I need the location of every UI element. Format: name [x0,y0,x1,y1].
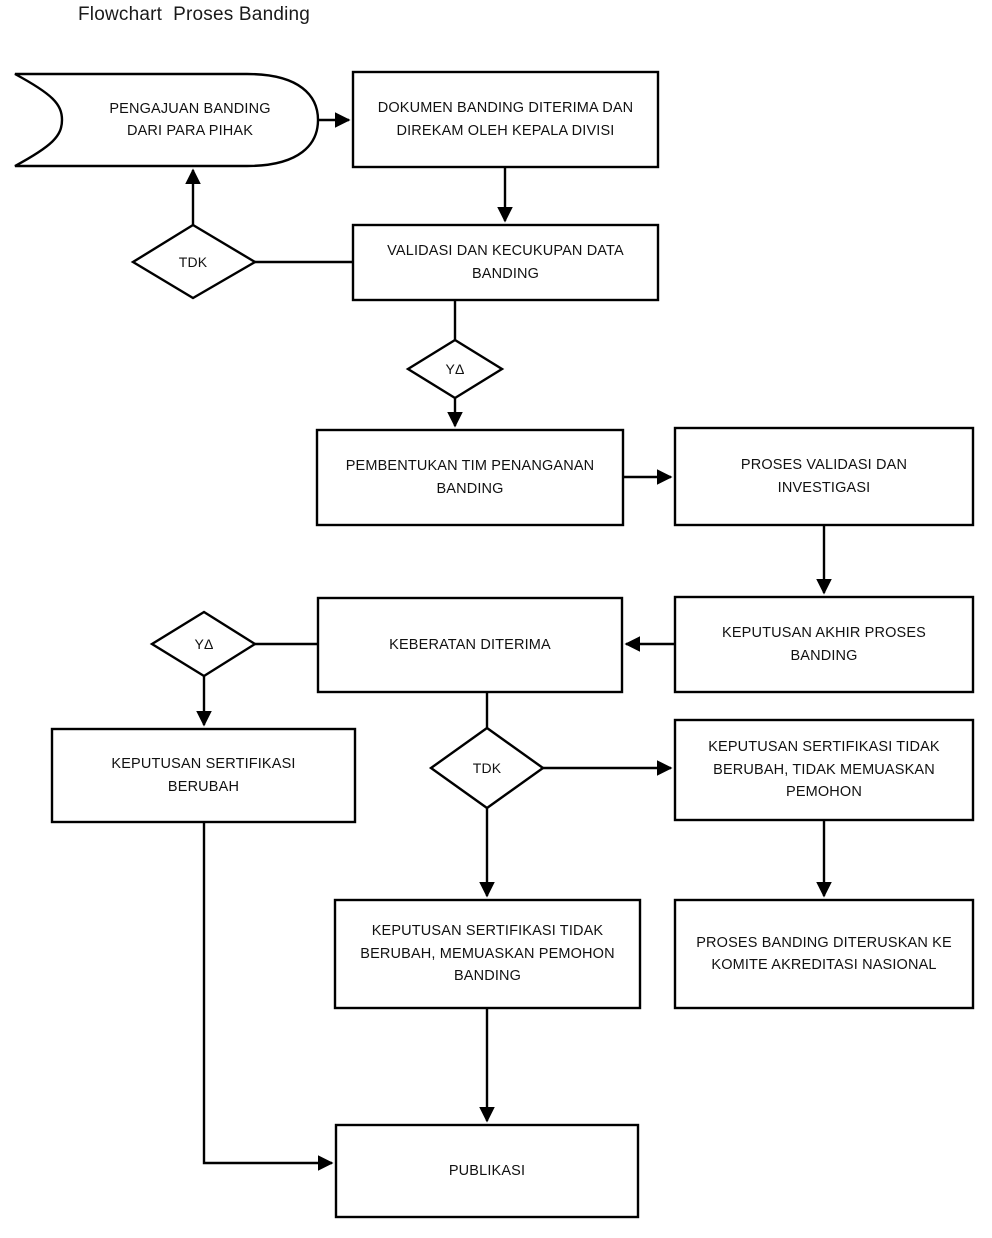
node-shape-sertifikasi-tidak-berubah-memuaskan[interactable] [333,898,642,1010]
node-shape-keberatan-diterima[interactable] [316,596,624,694]
decision-label-ya-1: YΔ [445,361,465,377]
node-shape-sertifikasi-tidak-berubah-tidak-memuaskan[interactable] [673,718,975,822]
node-shape-pengajuan-banding[interactable] [14,72,320,168]
node-shape-publikasi[interactable] [334,1123,640,1219]
node-shape-keputusan-akhir[interactable] [673,595,975,694]
node-shape-dokumen-banding[interactable] [351,70,660,169]
node-shape-validasi-kecukupan[interactable] [351,223,660,302]
decision-label-ya-2: YΔ [194,636,214,652]
page-title: Flowchart Proses Banding [78,4,311,25]
node-shape-pembentukan-tim[interactable] [315,428,625,527]
node-shape-decision-tdk-1[interactable] [130,223,258,300]
decision-label-tdk-1: TDK [178,254,208,270]
node-shape-proses-banding-diteruskan[interactable] [673,898,975,1010]
edge-berubah-to-publikasi [202,822,334,1171]
decision-label-tdk-2: TDK [472,760,502,776]
node-shape-keputusan-sertifikasi-berubah[interactable] [50,727,357,824]
node-shape-proses-validasi[interactable] [673,426,975,527]
